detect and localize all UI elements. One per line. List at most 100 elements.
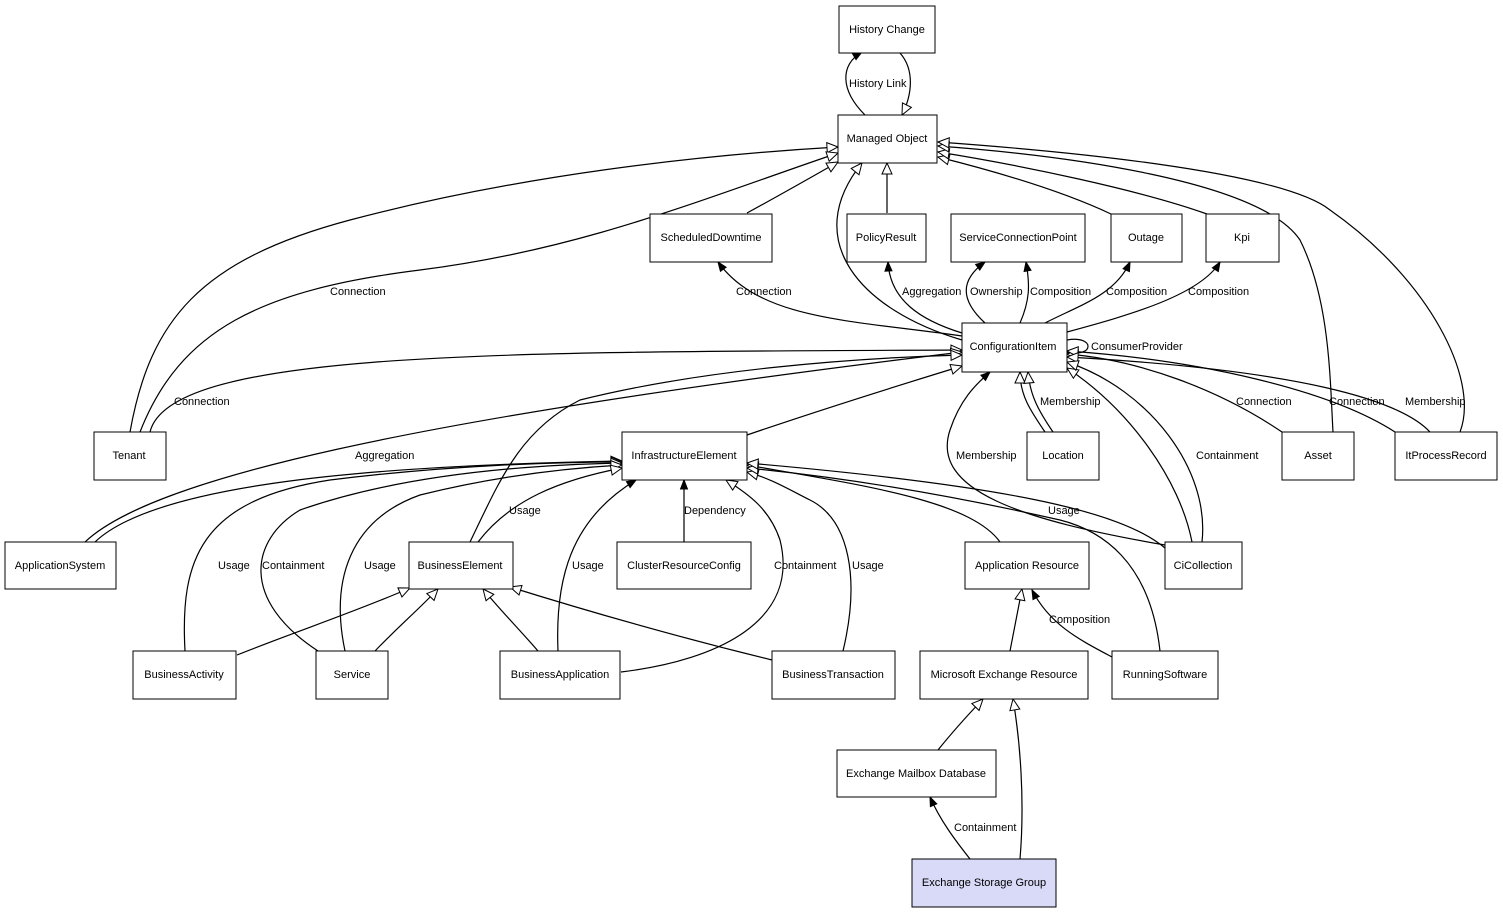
node-configuration-item[interactable]: ConfigurationItem	[961, 322, 1068, 373]
label-usage-bt: Usage	[852, 560, 884, 572]
node-label: Outage	[1128, 232, 1164, 244]
node-label: Kpi	[1234, 232, 1250, 244]
label-membership-itpr: Membership	[1405, 396, 1466, 408]
edge-asset-to-ci	[1065, 349, 1283, 433]
node-service[interactable]: Service	[315, 650, 389, 700]
edge-configurationitem-to-managedobject	[836, 162, 963, 341]
edge-itprocessrecord-to-ci	[1065, 346, 1396, 433]
label-connection-itpr: Connection	[1329, 396, 1385, 408]
node-microsoft-exchange-resource[interactable]: Microsoft Exchange Resource	[919, 650, 1089, 700]
label-composition-rs: Composition	[1049, 614, 1110, 626]
node-managed-object[interactable]: Managed Object	[837, 114, 938, 164]
node-label: ConfigurationItem	[970, 341, 1057, 353]
node-label: CiCollection	[1174, 560, 1233, 572]
node-label: Microsoft Exchange Resource	[931, 669, 1078, 681]
node-application-resource[interactable]: Application Resource	[964, 541, 1090, 590]
node-business-activity[interactable]: BusinessActivity	[132, 650, 237, 700]
label-consumer-provider: ConsumerProvider	[1091, 341, 1183, 353]
edge-storagegroup-to-msexchange	[1009, 697, 1023, 860]
edge-history-link-1	[845, 51, 866, 116]
edge-location-membership-ci	[1023, 370, 1054, 433]
edge-mailboxdb-to-msexchange	[937, 698, 984, 751]
node-label: ServiceConnectionPoint	[959, 232, 1076, 244]
edge-ci-policyresult	[884, 260, 963, 334]
edge-scheduleddowntime-to-managedobject	[746, 161, 840, 214]
edge-businessapplication-usage-infra	[557, 479, 638, 652]
node-service-connection-point[interactable]: ServiceConnectionPoint	[950, 213, 1086, 263]
node-kpi[interactable]: Kpi	[1205, 213, 1280, 263]
edge-tenant-to-ci	[149, 344, 964, 433]
edge-businesstransaction-usage-infra	[745, 469, 852, 652]
label-connection-asset: Connection	[1236, 396, 1292, 408]
node-cluster-resource-config[interactable]: ClusterResourceConfig	[616, 541, 752, 590]
edge-location-to-ci	[1014, 370, 1046, 433]
edge-applicationresource-to-infra	[745, 461, 1001, 543]
node-label: ItProcessRecord	[1405, 450, 1486, 462]
node-running-software[interactable]: RunningSoftware	[1111, 650, 1219, 700]
node-label: InfrastructureElement	[631, 450, 736, 462]
edge-tenant-connection-managedobject	[139, 151, 840, 433]
label-containment-esg: Containment	[954, 822, 1016, 834]
label-membership-cicol: Membership	[956, 450, 1017, 462]
node-exchange-mailbox-database[interactable]: Exchange Mailbox Database	[836, 749, 997, 798]
edge-businessapplication-to-businesselement	[482, 588, 539, 652]
edge-businesstransaction-to-businesselement	[508, 584, 773, 661]
edge-applicationsystem-to-ci	[84, 347, 964, 543]
edge-businesselement-usage-infra	[477, 464, 624, 543]
node-it-process-record[interactable]: ItProcessRecord	[1394, 431, 1498, 481]
label-composition-scp: Composition	[1030, 286, 1091, 298]
edge-outage-to-managedobject	[936, 154, 1112, 215]
edge-runningsoftware-composition-appresource	[1031, 588, 1113, 658]
edge-businesselement-to-ci	[469, 349, 964, 543]
node-label: ApplicationSystem	[15, 560, 106, 572]
edge-service-usage-infra	[339, 459, 624, 652]
label-aggregation-pr: Aggregation	[902, 286, 961, 298]
edge-labels: History Link Connection Connection Aggre…	[174, 78, 1466, 834]
node-ci-collection[interactable]: CiCollection	[1164, 541, 1243, 590]
edge-service-containment-infra	[260, 457, 624, 652]
node-asset[interactable]: Asset	[1281, 431, 1355, 481]
label-containment-service: Containment	[262, 560, 324, 572]
node-scheduled-downtime[interactable]: ScheduledDowntime	[649, 213, 773, 263]
edge-businessactivity-usage-infra	[183, 456, 624, 652]
node-business-element[interactable]: BusinessElement	[408, 541, 514, 590]
node-exchange-storage-group[interactable]: Exchange Storage Group	[911, 858, 1057, 908]
edge-runningsoftware-to-infra	[745, 463, 1161, 652]
node-label: ScheduledDowntime	[661, 232, 762, 244]
edge-storagegroup-containment-mailboxdb	[929, 795, 971, 860]
edge-ci-outage	[1044, 260, 1131, 324]
node-label: BusinessTransaction	[782, 669, 884, 681]
node-history-change[interactable]: History Change	[838, 5, 936, 54]
node-label: BusinessActivity	[144, 669, 224, 681]
edge-tenant-to-managedobject	[129, 141, 840, 433]
node-outage[interactable]: Outage	[1110, 213, 1183, 263]
node-business-application[interactable]: BusinessApplication	[499, 650, 621, 700]
node-label: ClusterResourceConfig	[627, 560, 741, 572]
node-application-system[interactable]: ApplicationSystem	[4, 541, 117, 590]
label-usage-service: Usage	[364, 560, 396, 572]
edge-service-to-businesselement	[374, 588, 439, 652]
node-label: RunningSoftware	[1123, 669, 1207, 681]
label-connection-tenant-mo: Connection	[330, 286, 386, 298]
edge-ci-serviceconnectionpoint-comp	[1019, 260, 1032, 324]
edges-group	[84, 51, 1465, 860]
edge-cicollection-containment-ci	[1065, 360, 1204, 543]
label-usage-cicol: Usage	[1048, 505, 1080, 517]
edge-cicollection-usage-infra	[745, 458, 1166, 549]
label-dependency-crc: Dependency	[684, 505, 746, 517]
node-infrastructure-element[interactable]: InfrastructureElement	[621, 431, 748, 481]
label-usage-ba: Usage	[218, 560, 250, 572]
label-usage-bapp: Usage	[572, 560, 604, 572]
edge-msexchange-to-appresource	[1009, 587, 1026, 652]
node-label: Location	[1042, 450, 1084, 462]
node-policy-result[interactable]: PolicyResult	[846, 213, 927, 263]
node-label: Service	[334, 669, 371, 681]
label-history-link: History Link	[849, 78, 907, 90]
node-tenant[interactable]: Tenant	[93, 431, 167, 481]
node-location[interactable]: Location	[1026, 431, 1100, 481]
label-usage-be: Usage	[509, 505, 541, 517]
edge-asset-to-managedobject	[936, 141, 1334, 433]
node-label: Tenant	[112, 450, 145, 462]
node-business-transaction[interactable]: BusinessTransaction	[771, 650, 896, 700]
